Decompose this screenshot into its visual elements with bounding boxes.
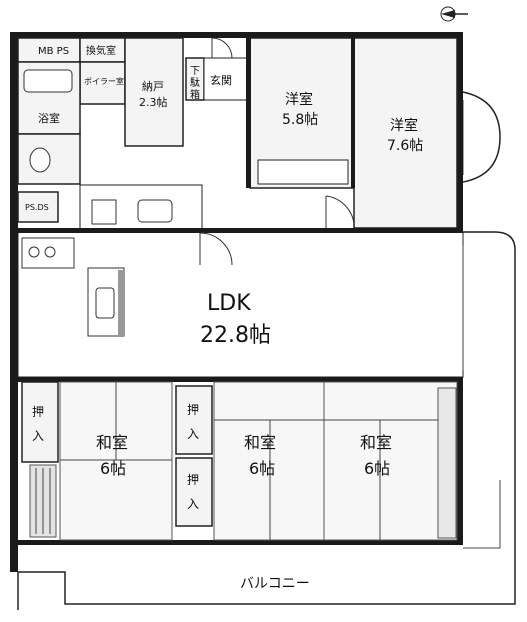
label-western1: 洋室 (285, 91, 313, 108)
oshiire-2 (175, 385, 213, 455)
label-oshi3-a: 押 (187, 473, 199, 487)
label-western1-size: 5.8帖 (282, 112, 318, 128)
label-western2-size: 7.6帖 (387, 138, 423, 154)
nando-room (124, 37, 184, 147)
bay-window (462, 91, 501, 183)
label-boiler: ボイラー室 (84, 76, 124, 86)
oshiire-1 (21, 381, 59, 463)
bathtub (23, 69, 73, 93)
tatami-room-3 (323, 381, 458, 541)
label-oshi1-b: 入 (32, 429, 44, 443)
label-mbps: MB PS (38, 46, 69, 57)
door-western-2 (325, 195, 355, 228)
entrance-door (211, 37, 233, 59)
label-oshi2-b: 入 (187, 427, 199, 441)
wall-ldk-top (18, 228, 463, 233)
western-room-2 (353, 37, 458, 229)
label-psds: PS.DS (25, 203, 49, 212)
wall-japanese-top (18, 377, 463, 382)
entrance-area (203, 57, 251, 101)
label-washitsu3: 和室 (360, 433, 392, 452)
balcony-outline (18, 231, 516, 605)
label-bath: 浴室 (38, 111, 60, 125)
tatami-room-2 (213, 381, 325, 541)
boiler-room (79, 61, 126, 105)
kanki-room (79, 37, 126, 63)
stove-burner-1 (28, 246, 40, 258)
label-oshi3-b: 入 (187, 497, 199, 511)
outer-wall-top-right (250, 32, 463, 38)
label-washitsu1: 和室 (96, 433, 128, 452)
label-oshi2-a: 押 (187, 403, 199, 417)
kitchen-sink (95, 287, 115, 319)
outer-wall-right-lower (457, 380, 463, 545)
label-ldk: LDK (207, 291, 251, 316)
label-washitsu1-size: 6帖 (100, 459, 126, 478)
outer-wall-bottom (10, 540, 463, 545)
label-washitsu2-size: 6帖 (249, 459, 275, 478)
wall-stub-2 (351, 38, 355, 188)
stove-burner-2 (44, 246, 56, 258)
outer-wall-right (457, 32, 463, 232)
toilet-fixture (29, 147, 51, 173)
label-shoes-1: 下 (190, 66, 200, 77)
label-balcony: バルコニー (240, 576, 310, 592)
balcony-right-edge (463, 480, 501, 549)
label-ldk-size: 22.8帖 (200, 323, 271, 348)
oshiire-3 (175, 457, 213, 527)
engawa-strip (437, 387, 457, 539)
mbps-room (17, 37, 81, 63)
label-washitsu3-size: 6帖 (364, 459, 390, 478)
label-washitsu2: 和室 (244, 433, 276, 452)
label-shoes-2: 駄 (190, 76, 200, 89)
label-entrance: 玄関 (210, 73, 232, 87)
north-arrow-icon (440, 6, 468, 22)
outer-wall-left (10, 32, 18, 572)
sink (137, 199, 173, 223)
wall-stub-1 (246, 38, 251, 188)
island-edge (118, 270, 125, 336)
closet-western-1 (257, 159, 349, 185)
label-nando-size: 2.3帖 (139, 96, 168, 109)
label-oshi1-a: 押 (32, 405, 44, 419)
label-kanki: 換気室 (86, 44, 116, 57)
washer-space (91, 199, 117, 225)
outer-wall-top (10, 32, 250, 38)
label-shoes-3: 箱 (190, 88, 200, 101)
label-nando: 納戸 (142, 80, 164, 93)
psds-room (17, 191, 59, 223)
door-ldk (199, 232, 233, 266)
label-western2: 洋室 (390, 117, 418, 134)
